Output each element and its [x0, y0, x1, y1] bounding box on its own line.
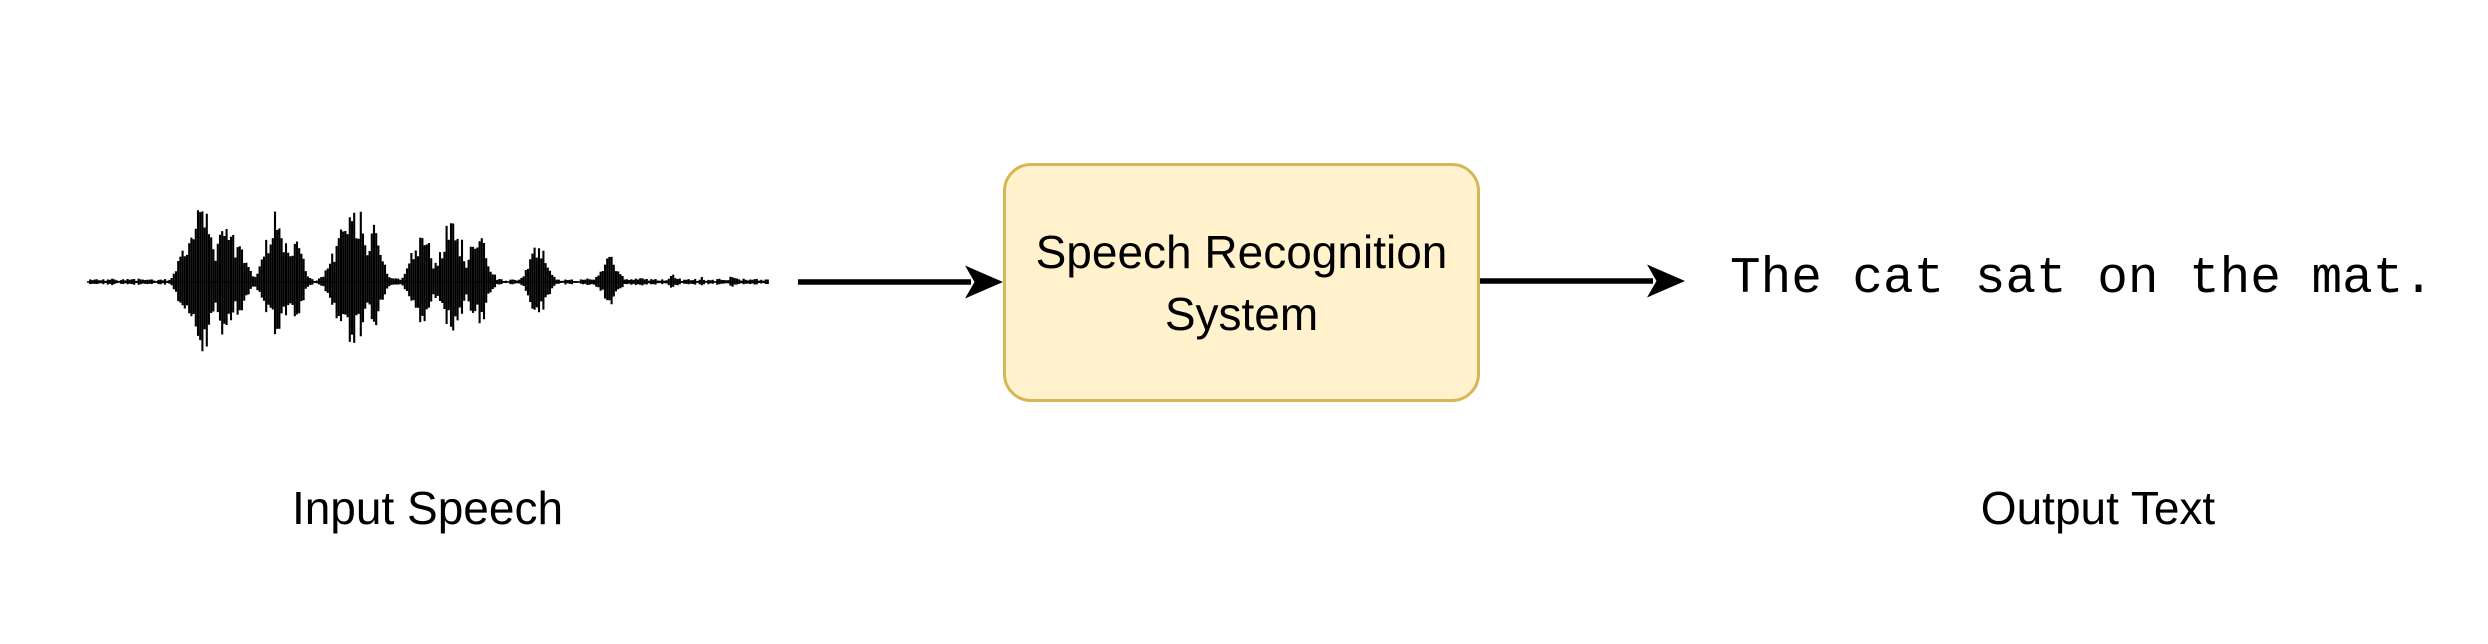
arrow-right-icon — [1480, 264, 1685, 298]
input-speech-label: Input Speech — [291, 482, 564, 534]
output-sentence: The cat sat on the mat. — [1730, 251, 2434, 308]
output-text-label: Output Text — [1980, 482, 2216, 534]
speech-waveform-icon — [86, 210, 769, 352]
speech-recognition-box-label: Speech Recognition System — [1035, 225, 1448, 340]
arrow-right-icon — [798, 265, 1003, 299]
speech-recognition-box: Speech Recognition System — [1003, 163, 1480, 402]
